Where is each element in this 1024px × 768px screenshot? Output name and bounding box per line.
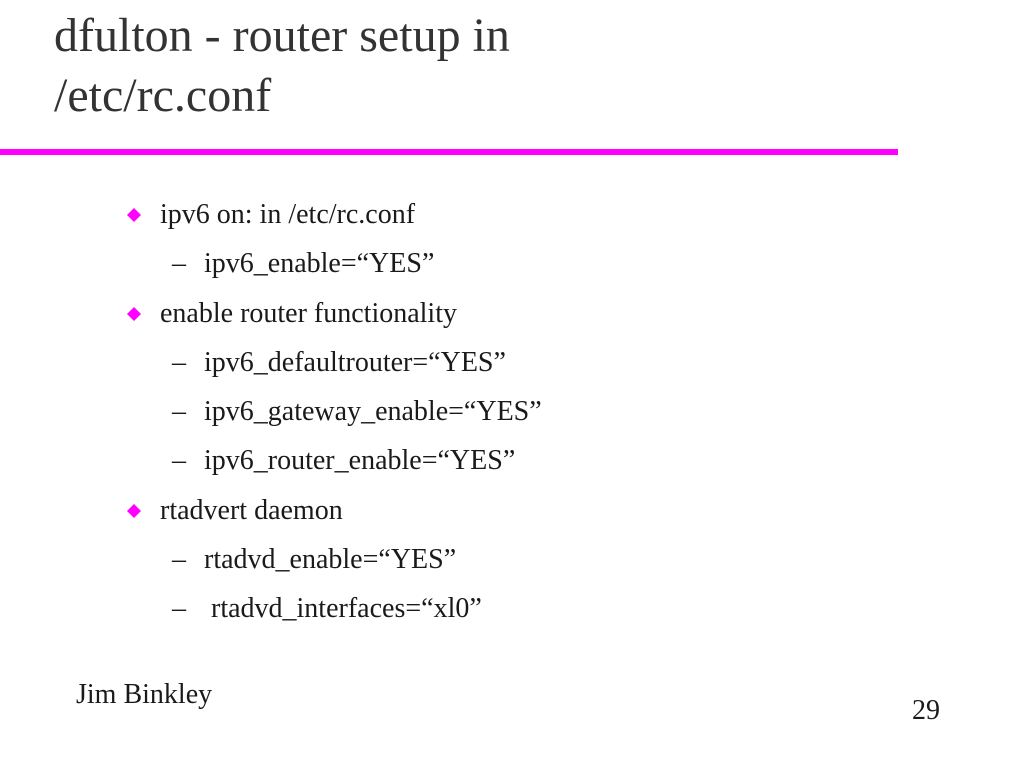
- slide-title-line-2: /etc/rc.conf: [54, 69, 272, 122]
- title-underline: [0, 149, 898, 155]
- bullet-item-rtadvert-daemon: rtadvert daemon: [160, 495, 343, 526]
- slide-title: dfulton - router setup in /etc/rc.conf: [54, 6, 894, 126]
- sub-item-text: ipv6_enable=“YES”: [204, 248, 435, 279]
- diamond-bullet-icon: [123, 303, 145, 325]
- sub-item-rtadvd-interfaces: – rtadvd_interfaces=“xl0”: [172, 593, 482, 624]
- page-number: 29: [912, 695, 940, 726]
- diamond-bullet-icon: [123, 500, 145, 522]
- sub-item-text: ipv6_gateway_enable=“YES”: [204, 396, 542, 427]
- bullet-item-router-functionality: enable router functionality: [160, 298, 457, 329]
- diamond-bullet-icon: [123, 204, 145, 226]
- sub-item-router-enable: –ipv6_router_enable=“YES”: [172, 445, 516, 476]
- sub-item-text: ipv6_router_enable=“YES”: [204, 445, 516, 476]
- sub-item-text: rtadvd_enable=“YES”: [204, 544, 457, 575]
- slide-title-line-1: dfulton - router setup in: [54, 9, 510, 62]
- sub-item-defaultrouter: –ipv6_defaultrouter=“YES”: [172, 347, 506, 378]
- bullet-item-ipv6-on: ipv6 on: in /etc/rc.conf: [160, 199, 416, 230]
- sub-item-text: rtadvd_interfaces=“xl0”: [204, 593, 482, 624]
- sub-item-ipv6-enable: –ipv6_enable=“YES”: [172, 248, 435, 279]
- sub-item-rtadvd-enable: –rtadvd_enable=“YES”: [172, 544, 457, 575]
- sub-item-gateway-enable: –ipv6_gateway_enable=“YES”: [172, 396, 542, 427]
- sub-item-text: ipv6_defaultrouter=“YES”: [204, 347, 506, 378]
- footer-author: Jim Binkley: [76, 679, 213, 710]
